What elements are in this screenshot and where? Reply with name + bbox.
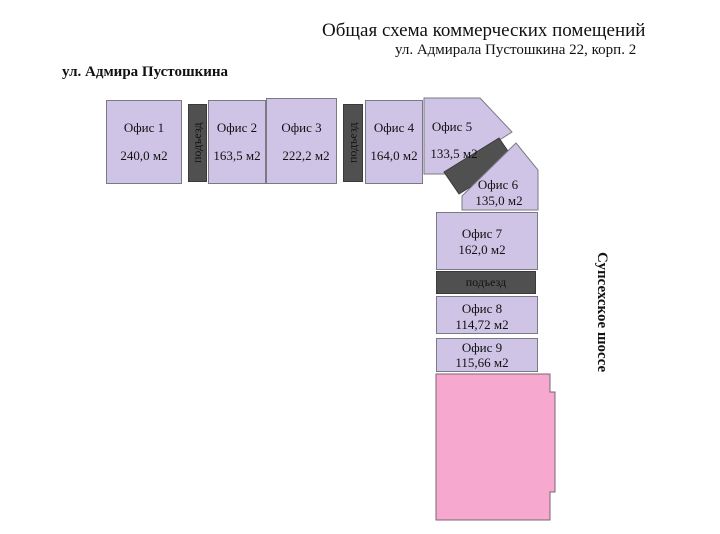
office-3-area: 222,2 м2 (282, 148, 330, 163)
street-label-top: ул. Адмира Пустошкина (62, 64, 229, 80)
office-3-name: Офис 3 (281, 120, 322, 135)
diagram-subtitle: ул. Адмирала Пустошкина 22, корп. 2 (395, 42, 637, 58)
office-1-area: 240,0 м2 (120, 148, 168, 163)
office-2-area: 163,5 м2 (213, 148, 261, 163)
office-9-area: 115,66 м2 (455, 355, 509, 370)
diagram-title: Общая схема коммерческих помещений (322, 20, 646, 41)
entrance-2 (343, 104, 363, 182)
office-6-area: 135,0 м2 (475, 193, 523, 208)
office-1-name: Офис 1 (123, 120, 165, 135)
office-7-name: Офис 7 (461, 226, 503, 241)
office-8-name: Офис 8 (461, 301, 503, 316)
office-4-name: Офис 4 (373, 120, 415, 135)
office-6-name: Офис 6 (477, 177, 519, 192)
office-2-name: Офис 2 (216, 120, 258, 135)
office-6[interactable] (461, 142, 539, 211)
office-7[interactable] (436, 212, 538, 270)
office-1[interactable] (106, 100, 182, 184)
office-7-area: 162,0 м2 (458, 242, 506, 257)
office-5-name: Офис 5 (431, 119, 473, 134)
office-9[interactable] (436, 338, 538, 372)
office-8-area: 114,72 м2 (455, 317, 509, 332)
office-8[interactable] (436, 296, 538, 334)
office-4-area: 164,0 м2 (370, 148, 418, 163)
office-3[interactable] (266, 98, 337, 184)
other-premises (435, 373, 556, 521)
office-2[interactable] (208, 100, 266, 184)
street-label-right: Супсехское шоссе (594, 252, 610, 373)
entrance-1 (188, 104, 207, 182)
office-5-area: 133,5 м2 (430, 146, 478, 161)
office-4[interactable] (365, 100, 423, 184)
entrance-4 (436, 271, 536, 294)
entrance-4-label: подъезд (465, 275, 507, 289)
office-9-name: Офис 9 (461, 340, 503, 355)
